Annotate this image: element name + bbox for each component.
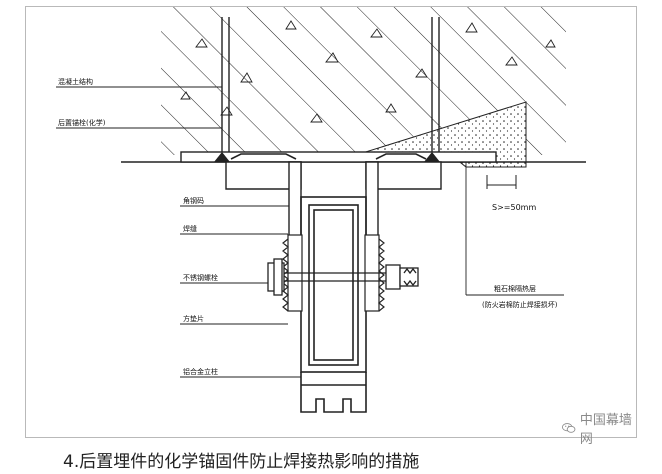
watermark-text: 中国幕墙网 [579, 413, 632, 447]
wechat-icon [562, 423, 576, 433]
label-aluminium-mullion: 铝合金立柱 [183, 367, 218, 376]
angle-steel-bracket [225, 161, 442, 273]
dimension-label: S>=50mm [492, 203, 536, 212]
label-stainless-bolt: 不锈钢螺栓 [183, 273, 218, 282]
dimension-mark [486, 175, 517, 189]
label-angle-steel: 角钢码 [183, 196, 204, 205]
label-weld: 焊缝 [183, 224, 197, 233]
figure-frame: S>=50mm 混凝土结构 后置锚栓(化学) 角钢码 焊缝 不锈钢螺栓 方垫片 … [25, 6, 637, 447]
figure-caption: 4.后置埋件的化学锚固件防止焊接热影响的措施 [63, 452, 420, 472]
label-concrete: 混凝土结构 [58, 77, 93, 86]
watermark: 中国幕墙网 [562, 409, 636, 447]
anchor-detail-drawing: S>=50mm 混凝土结构 后置锚栓(化学) 角钢码 焊缝 不锈钢螺栓 方垫片 … [56, 7, 586, 413]
embed-plate [180, 151, 497, 163]
label-square-washer: 方垫片 [183, 314, 204, 323]
stainless-bolt [267, 258, 419, 296]
label-fireproof-note: (防火岩棉防止焊接损坏) [482, 300, 558, 309]
chemical-anchors [221, 17, 440, 160]
aluminium-mullion [300, 196, 367, 413]
label-chemical-anchor: 后置锚栓(化学) [58, 118, 106, 127]
rock-wool-insulation [355, 101, 527, 168]
label-rock-wool: 粗石棉隔热层 [494, 284, 536, 293]
leader-lines [56, 86, 564, 378]
